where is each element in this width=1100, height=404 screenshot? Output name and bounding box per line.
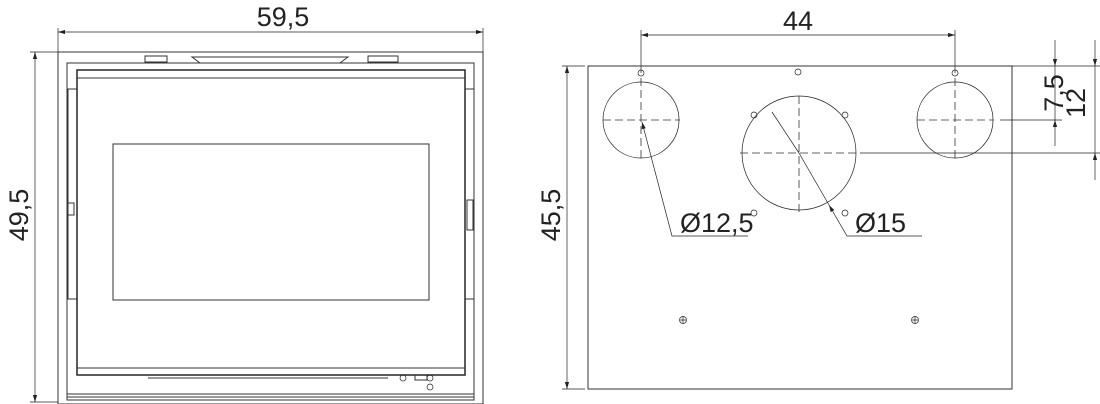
height-dimension-label: 45,5	[536, 189, 566, 242]
glass-window	[112, 143, 430, 301]
large-flue-diameter-label: Ø15	[855, 208, 906, 238]
rear-view: 44 45,5 Ø12,5 Ø15	[536, 6, 1100, 390]
small-flue-leader	[641, 121, 748, 237]
screw-cross	[680, 317, 686, 323]
control-knob-icon	[399, 374, 407, 382]
height-dimension-label: 49,5	[4, 189, 34, 242]
screw-icon	[911, 316, 919, 324]
air-intake	[190, 56, 350, 64]
offset-large-label: 12	[1061, 88, 1091, 118]
stove-door	[76, 69, 466, 376]
diameter-line	[771, 111, 800, 154]
outer-frame	[57, 51, 484, 404]
screw-cross	[912, 317, 918, 323]
hole-spacing-label: 44	[783, 6, 813, 36]
offset-small-label: 7,5	[1039, 74, 1069, 112]
screw-hole	[637, 69, 645, 77]
right-hinge	[464, 88, 475, 300]
screw-hole	[841, 111, 849, 119]
left-hinge	[67, 88, 78, 300]
screw-hole	[794, 68, 802, 76]
left-latch	[67, 202, 75, 216]
front-view: 59,5 49,5	[4, 2, 484, 404]
large-flue-leader	[828, 204, 922, 237]
top-bracket	[367, 55, 399, 63]
width-dimension-label: 59,5	[257, 2, 310, 32]
screw-hole	[951, 69, 959, 77]
screw-hole	[750, 209, 758, 217]
screw-hole	[750, 111, 758, 119]
screw-hole	[841, 209, 849, 217]
small-flue-diameter-label: Ø12,5	[680, 208, 754, 238]
bottom-trim	[66, 393, 475, 398]
control-knob-icon	[426, 374, 434, 382]
control-knob-icon	[426, 383, 434, 391]
diameter-line	[798, 152, 830, 206]
door-handle	[466, 199, 474, 231]
screw-icon	[679, 316, 687, 324]
top-bracket	[144, 55, 168, 63]
rear-plate	[587, 65, 1013, 390]
inner-frame	[66, 62, 475, 401]
